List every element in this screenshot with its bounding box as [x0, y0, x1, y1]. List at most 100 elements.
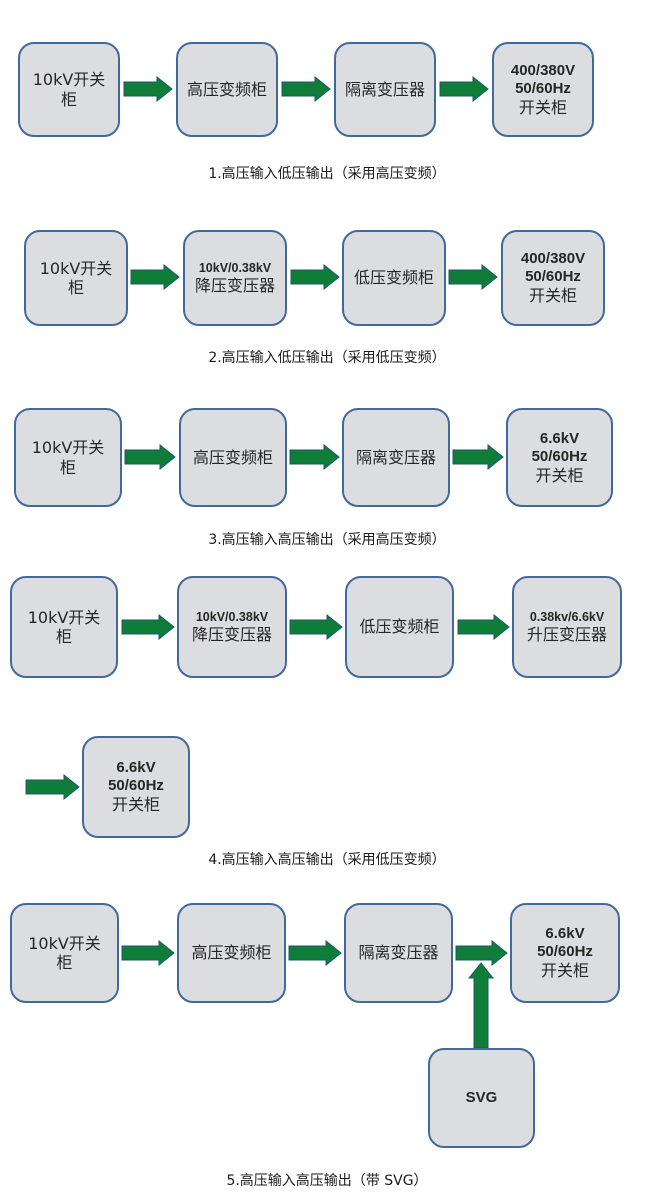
box-label-line: 隔离变压器	[344, 79, 425, 99]
arrow-shape	[468, 962, 494, 1048]
box-label-line: 高压变频柜	[192, 447, 273, 467]
box-label-line: 10kV/0.38kV	[195, 609, 269, 624]
box-label-line: 高压变频柜	[191, 943, 272, 963]
diagram-1-caption: 1.高压输入低压输出（采用高压变频）	[208, 166, 446, 182]
arrow-shape	[121, 940, 175, 966]
diagram-3-box-3: 隔离变压器	[342, 408, 450, 507]
arrow-shape	[457, 614, 510, 640]
arrow-shape	[121, 614, 175, 640]
box-label-line: 10kV开关	[27, 607, 101, 627]
diagram-1-arrow-right-icon-2	[281, 76, 331, 102]
diagram-4-arrow-right-icon-4	[25, 774, 80, 800]
box-label-line: 10kV开关	[39, 258, 113, 278]
diagram-5-box-3: 隔离变压器	[344, 903, 453, 1003]
arrow-shape	[289, 614, 343, 640]
box-label-line: 高压变频柜	[186, 79, 267, 99]
diagram-4-box-1: 10kV开关柜	[10, 576, 118, 678]
arrow-shape	[25, 774, 80, 800]
diagram-1-arrow-right-icon-1	[123, 76, 173, 102]
arrow-shape	[290, 264, 340, 290]
diagram-2-box-3: 低压变频柜	[342, 230, 446, 326]
arrow-shape	[123, 76, 173, 102]
diagram-3-arrow-right-icon-3	[452, 444, 504, 470]
arrow-shape	[448, 264, 498, 290]
diagram-5-box-2: 高压变频柜	[177, 903, 286, 1003]
box-label-line: 10kV开关	[28, 933, 101, 953]
box-label-line: 开关柜	[528, 286, 577, 306]
diagram-2-arrow-right-icon-1	[130, 264, 180, 290]
box-label-line: 柜	[60, 89, 77, 109]
arrow-shape	[281, 76, 331, 102]
diagram-5-box-5: SVG	[428, 1048, 535, 1148]
box-label-line: 6.6kV	[539, 429, 580, 447]
diagram-3-arrow-right-icon-2	[289, 444, 340, 470]
box-label-line: 6.6kV	[545, 925, 585, 943]
diagram-3-caption: 3.高压输入高压输出（采用高压变频）	[208, 532, 446, 548]
diagram-5-arrow-right-icon-2	[288, 940, 342, 966]
diagram-2-box-1: 10kV开关柜	[24, 230, 128, 326]
diagram-4-arrow-right-icon-1	[121, 614, 175, 640]
box-label-line: 柜	[59, 457, 76, 477]
arrow-shape	[130, 264, 180, 290]
diagram-5-box-1: 10kV开关柜	[10, 903, 119, 1003]
diagram-5-arrow-up-icon	[468, 962, 494, 1048]
diagram-1-arrow-right-icon-3	[439, 76, 489, 102]
box-label-line: 柜	[56, 953, 73, 972]
diagram-2-arrow-right-icon-2	[290, 264, 340, 290]
diagram-2-arrow-right-icon-3	[448, 264, 498, 290]
diagram-3-box-2: 高压变频柜	[179, 408, 287, 507]
arrow-shape	[439, 76, 489, 102]
arrow-shape	[452, 444, 504, 470]
box-label-line: 开关柜	[518, 97, 567, 117]
box-label-line: 0.38kv/6.6kV	[529, 609, 605, 624]
arrow-shape	[289, 444, 340, 470]
box-label-line: SVG	[465, 1089, 498, 1106]
arrow-shape	[455, 940, 508, 966]
diagram-3-arrow-right-icon-1	[124, 444, 176, 470]
box-label-line: 开关柜	[111, 795, 160, 815]
box-label-line: 低压变频柜	[353, 268, 434, 288]
box-label-line: 50/60Hz	[537, 943, 593, 961]
box-label-line: 10kV开关	[31, 438, 105, 458]
box-label-line: 6.6kV	[116, 759, 156, 777]
box-label-line: 降压变压器	[194, 275, 275, 295]
box-label-line: 柜	[67, 278, 84, 297]
diagram-4-arrow-right-icon-3	[457, 614, 510, 640]
box-label-line: 开关柜	[535, 465, 584, 485]
diagram-4-box-3: 低压变频柜	[345, 576, 454, 678]
box-label-line: 10kV开关	[32, 70, 106, 90]
box-label-line: 50/60Hz	[108, 777, 164, 795]
diagram-1-box-1: 10kV开关柜	[18, 42, 120, 137]
box-label-line: 50/60Hz	[525, 268, 581, 286]
diagram-5-caption: 5.高压输入高压输出（带 SVG）	[226, 1173, 428, 1189]
box-label-line: 柜	[55, 627, 72, 646]
diagram-2-caption: 2.高压输入低压输出（采用低压变频）	[208, 350, 446, 366]
diagram-1-box-2: 高压变频柜	[176, 42, 278, 137]
box-label-line: 低压变频柜	[359, 617, 440, 637]
diagram-3-box-1: 10kV开关柜	[14, 408, 122, 507]
box-label-line: 50/60Hz	[515, 79, 571, 97]
diagram-5-arrow-right-icon-1	[121, 940, 175, 966]
diagram-4-caption: 4.高压输入高压输出（采用低压变频）	[208, 852, 446, 868]
diagram-1-box-3: 隔离变压器	[334, 42, 436, 137]
box-label-line: 升压变压器	[526, 624, 607, 644]
box-label-line: 400/380V	[520, 250, 586, 268]
box-label-line: 隔离变压器	[355, 447, 436, 467]
diagram-5-arrow-right-icon-3	[455, 940, 508, 966]
box-label-line: 10kV/0.38kV	[198, 260, 272, 275]
box-label-line: 隔离变压器	[358, 943, 439, 963]
box-label-line: 400/380V	[510, 61, 576, 79]
box-label-line: 开关柜	[540, 961, 589, 981]
box-label-line: 50/60Hz	[531, 447, 588, 465]
diagram-4-arrow-right-icon-2	[289, 614, 343, 640]
arrow-shape	[124, 444, 176, 470]
box-label-line: 降压变压器	[191, 624, 272, 644]
